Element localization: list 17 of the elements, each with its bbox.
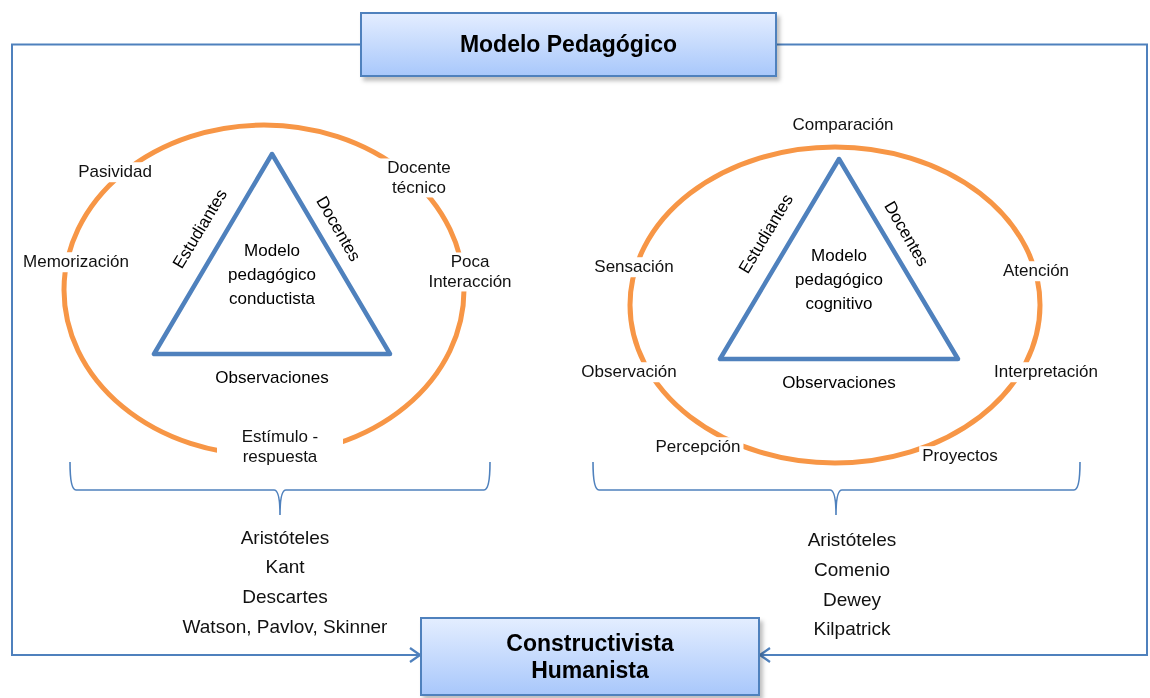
- author-name: Comenio: [813, 559, 891, 581]
- author-name: Descartes: [241, 586, 329, 608]
- author-name: Watson, Pavlov, Skinner: [181, 616, 389, 638]
- side-label: Observaciones: [782, 373, 896, 393]
- title-box: Modelo Pedagógico: [360, 12, 777, 77]
- ring-label: Estímulo - respuesta: [217, 427, 343, 467]
- author-name: Aristóteles: [806, 529, 898, 551]
- connector-arrow: [11, 43, 422, 664]
- author-name: Kilpatrick: [812, 618, 892, 640]
- side-label: Observaciones: [215, 368, 329, 388]
- title-box: Constructivista Humanista: [420, 617, 760, 696]
- author-name: Kant: [264, 556, 306, 578]
- ring-label: Proyectos: [919, 446, 1001, 466]
- author-name: Aristóteles: [239, 527, 331, 549]
- triangle-label: Modelo pedagógico cognitivo: [794, 245, 884, 316]
- author-name: Dewey: [821, 589, 883, 611]
- triangle-label: Modelo pedagógico conductista: [227, 240, 316, 311]
